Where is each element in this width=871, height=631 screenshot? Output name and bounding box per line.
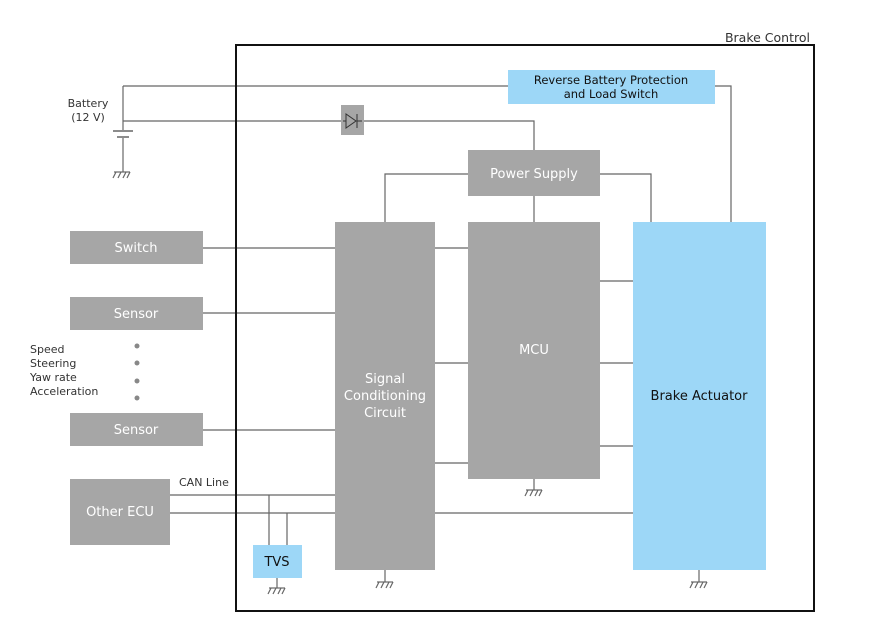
tvs-label: TVS (263, 555, 289, 570)
diode-icon (341, 105, 364, 135)
ground-icon-actuator (689, 581, 708, 589)
can-line-label: CAN Line (179, 476, 229, 489)
tvs-block: TVS (253, 545, 302, 578)
signal-label-line1: Signal (365, 372, 405, 387)
mcu-block: MCU (468, 222, 600, 479)
ellipsis-dots (134, 343, 140, 401)
power-supply-block: Power Supply (468, 150, 600, 196)
signal-label-line3: Circuit (364, 406, 406, 421)
ground-icon-tvs (267, 587, 286, 595)
brake-actuator-block: Brake Actuator (633, 222, 766, 570)
reverse-battery-label-line1: Reverse Battery Protection (534, 73, 688, 87)
brake-control-frame (235, 44, 815, 612)
battery-symbol (113, 130, 133, 138)
wire-power-to-signal (384, 173, 468, 222)
switch-label: Switch (115, 241, 158, 256)
reverse-battery-protection-block: Reverse Battery Protection and Load Swit… (508, 70, 715, 104)
wire-reverse-protection-to-actuator (715, 85, 732, 222)
sensor-bottom-label: Sensor (114, 423, 159, 438)
frame-title: Brake Control (725, 30, 810, 45)
ground-icon-mcu (524, 489, 543, 497)
mcu-label: MCU (519, 343, 549, 358)
sensor-block-top: Sensor (70, 297, 203, 330)
other-ecu-label: Other ECU (86, 505, 154, 520)
sensor-types-list: Speed Steering Yaw rate Acceleration (29, 343, 98, 398)
power-supply-label: Power Supply (490, 167, 578, 182)
signal-conditioning-block: Signal Conditioning Circuit (335, 222, 435, 570)
wire-diode-to-power-supply (364, 120, 535, 150)
ground-icon-battery (112, 171, 131, 179)
reverse-battery-label-line2: and Load Switch (564, 87, 659, 101)
sensor-type-speed: Speed (30, 343, 64, 356)
ground-icons (112, 171, 708, 595)
wire-power-to-actuator (600, 173, 652, 222)
wires (122, 85, 732, 588)
sensor-block-bottom: Sensor (70, 413, 203, 446)
sensor-type-steering: Steering (30, 357, 76, 370)
battery-label-line1: Battery (68, 97, 109, 110)
sensor-type-acceleration: Acceleration (30, 385, 98, 398)
signal-label-line2: Conditioning (344, 389, 426, 404)
sensor-type-yaw-rate: Yaw rate (29, 371, 77, 384)
sensor-top-label: Sensor (114, 307, 159, 322)
other-ecu-block: Other ECU (70, 479, 170, 545)
battery-label-line2: (12 V) (71, 111, 105, 124)
ground-icon-signal (375, 581, 394, 589)
switch-block: Switch (70, 231, 203, 264)
brake-actuator-label: Brake Actuator (651, 389, 749, 404)
